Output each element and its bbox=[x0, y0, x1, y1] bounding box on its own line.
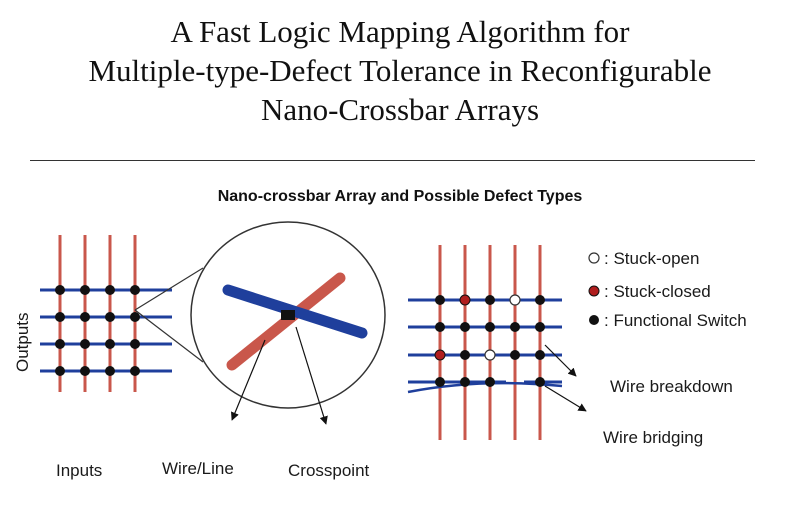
magnified-crosspoint bbox=[281, 310, 295, 320]
wire-bridging-arrow bbox=[544, 385, 587, 412]
stuck-open-switch bbox=[484, 349, 496, 361]
zoom-line-top bbox=[134, 267, 204, 311]
legend-functional-switch: : Functional Switch bbox=[604, 311, 747, 330]
zoom-line-bottom bbox=[134, 309, 204, 363]
functional-switch bbox=[535, 377, 545, 387]
functional-switch bbox=[485, 377, 495, 387]
left-crossbar bbox=[40, 235, 172, 392]
functional-switch bbox=[510, 322, 520, 332]
functional-switch bbox=[460, 377, 470, 387]
title-line-3: Nano-Crossbar Arrays bbox=[260, 92, 540, 127]
right-switches bbox=[434, 294, 545, 387]
functional-switch bbox=[55, 366, 65, 376]
legend-stuck-open: : Stuck-open bbox=[604, 249, 699, 268]
title-line-2: Multiple-type-Defect Tolerance in Reconf… bbox=[88, 53, 712, 88]
functional-switch bbox=[80, 366, 90, 376]
functional-switch bbox=[130, 366, 140, 376]
stuck-closed-switch bbox=[459, 294, 471, 306]
wire-line-arrow bbox=[231, 339, 266, 421]
title-line-1: A Fast Logic Mapping Algorithm for bbox=[170, 14, 630, 49]
main-title: A Fast Logic Mapping Algorithm for Multi… bbox=[0, 12, 800, 129]
magnified-vertical-wire bbox=[226, 272, 346, 371]
left-switches bbox=[55, 285, 140, 376]
stuck-open-switch bbox=[509, 294, 521, 306]
functional-switch bbox=[105, 285, 115, 295]
functional-switch bbox=[130, 339, 140, 349]
outputs-label: Outputs bbox=[13, 312, 32, 372]
functional-switch bbox=[460, 322, 470, 332]
right-vertical-wires bbox=[438, 245, 542, 440]
functional-switch bbox=[535, 322, 545, 332]
functional-switch bbox=[80, 285, 90, 295]
wire-breakdown-label: Wire breakdown bbox=[610, 377, 733, 396]
inputs-label: Inputs bbox=[56, 461, 102, 480]
functional-switch bbox=[460, 350, 470, 360]
functional-switch bbox=[510, 350, 520, 360]
functional-switch bbox=[80, 339, 90, 349]
functional-switch bbox=[435, 322, 445, 332]
right-crossbar bbox=[407, 245, 563, 440]
crosspoint-arrow bbox=[295, 326, 328, 425]
stuck-open-legend-icon bbox=[588, 252, 600, 264]
functional-switch bbox=[535, 295, 545, 305]
stuck-closed-switch bbox=[434, 349, 446, 361]
functional-switch bbox=[435, 377, 445, 387]
functional-switch bbox=[105, 312, 115, 322]
functional-switch bbox=[485, 295, 495, 305]
wire-line-label: Wire/Line bbox=[162, 459, 234, 478]
legend-stuck-closed: : Stuck-closed bbox=[604, 282, 711, 301]
crosspoint-label: Crosspoint bbox=[288, 461, 370, 480]
functional-switch bbox=[485, 322, 495, 332]
functional-switch bbox=[535, 350, 545, 360]
left-vertical-wires bbox=[58, 235, 137, 392]
functional-switch bbox=[130, 312, 140, 322]
functional-switch bbox=[80, 312, 90, 322]
legend: : Stuck-open : Stuck-closed : Functional… bbox=[588, 249, 747, 330]
functional-switch bbox=[55, 285, 65, 295]
diagram-subtitle: Nano-crossbar Array and Possible Defect … bbox=[217, 188, 583, 205]
functional-switch bbox=[105, 366, 115, 376]
wire-breakdown-arrow bbox=[544, 344, 577, 377]
functional-switch bbox=[435, 295, 445, 305]
functional-switch bbox=[105, 339, 115, 349]
title-divider bbox=[30, 160, 755, 161]
functional-switch bbox=[130, 285, 140, 295]
stuck-closed-legend-icon bbox=[588, 285, 600, 297]
wire-bridging-label: Wire bridging bbox=[603, 428, 703, 447]
functional-switch bbox=[55, 312, 65, 322]
functional-switch bbox=[55, 339, 65, 349]
functional-legend-icon bbox=[589, 315, 599, 325]
